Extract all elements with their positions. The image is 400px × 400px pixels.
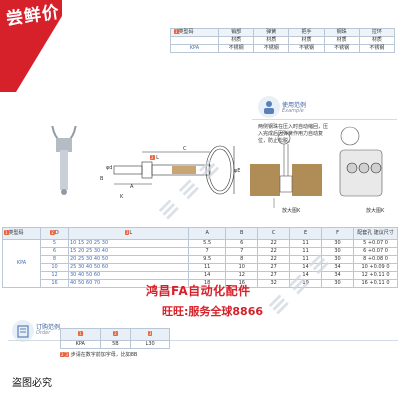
- dim-label-k: K: [120, 194, 124, 200]
- dim-cell-l: 20 25 30 40 50: [68, 255, 189, 264]
- material-code: KPA: [170, 44, 219, 53]
- material-value: 不锈钢: [253, 44, 290, 53]
- dim-cell-d: 5: [40, 239, 69, 248]
- dim-cell-d: 12: [40, 271, 69, 280]
- material-label-cell: 材质: [253, 36, 290, 45]
- dim-cell-e: 11: [289, 239, 323, 248]
- usage-example-icon: [258, 96, 280, 118]
- dim-header-type: 1类型码: [2, 227, 41, 240]
- material-header: 拉环: [358, 28, 396, 37]
- dim-cell-hole: 12 +0.11 0: [353, 271, 398, 280]
- ribbon-shape: [0, 0, 62, 92]
- dim-header: C: [257, 227, 291, 240]
- material-header-code: 1类型码: [170, 28, 219, 37]
- dim-header: F: [321, 227, 354, 240]
- dim-cell-l: 25 30 40 50 60: [68, 263, 189, 272]
- material-value: 不锈钢: [217, 44, 255, 53]
- dim-header: 2D: [40, 227, 69, 240]
- dim-cell-d: 16: [40, 279, 69, 288]
- magnify-label-right: 放大图K: [366, 208, 385, 214]
- order-header: 1: [60, 328, 101, 341]
- dim-cell-b: 8: [225, 255, 259, 264]
- dim-cell-l: 10 15 20 25 30: [68, 239, 189, 248]
- dim-header: B: [225, 227, 259, 240]
- material-label-cell: 材质: [217, 36, 255, 45]
- order-title: 订购范例: [36, 324, 61, 331]
- dim-cell-a: 18: [187, 279, 227, 288]
- dim-cell-b: 10: [225, 263, 259, 272]
- dim-cell-b: 7: [225, 247, 259, 256]
- material-label-cell: 材质: [358, 36, 396, 45]
- material-header: 销部: [217, 28, 255, 37]
- dim-cell-hole: 8 +0.08 0: [353, 255, 398, 264]
- material-header: 弹簧: [253, 28, 290, 37]
- order-header: 2: [99, 328, 132, 341]
- material-label-cell: 材质: [323, 36, 360, 45]
- material-table: 1类型码 销部 弹簧 把手 钢珠 拉环 材质 材质 材质 材质 材质 KPA 不…: [170, 28, 396, 53]
- shop-watermark: 鸿昌FA自动化配件: [146, 284, 251, 298]
- service-watermark: 旺旺:服务全球8866: [162, 305, 264, 318]
- dim-cell-b: 6: [225, 239, 259, 248]
- dim-header: 3L: [68, 227, 189, 240]
- dim-cell-hole: 10 +0.09 0: [353, 263, 398, 272]
- order-header: 3: [130, 328, 170, 341]
- material-label-cell: 材质: [288, 36, 325, 45]
- dim-cell-d: 10: [40, 263, 69, 272]
- order-divider: [8, 340, 398, 341]
- dim-label-a: A: [130, 184, 134, 190]
- promo-ribbon: 尝鲜价: [0, 0, 62, 92]
- dim-cell-a: 14: [187, 271, 227, 280]
- dim-cell-a: 7: [187, 247, 227, 256]
- dim-cell-a: 5.5: [187, 239, 227, 248]
- order-subtitle: Order: [36, 330, 51, 336]
- dim-label-c: C: [183, 146, 187, 152]
- part-drawing: [51, 126, 235, 195]
- material-value: 不锈钢: [323, 44, 360, 53]
- order-example-l: L30: [130, 340, 170, 349]
- dim-cell-f: 30: [321, 239, 354, 248]
- order-icon: [12, 320, 34, 342]
- dim-cell-hole: 5 +0.07 0: [353, 239, 398, 248]
- dim-label-l: 2 L: [150, 155, 159, 161]
- material-header: 钢珠: [323, 28, 360, 37]
- dim-type-code: KPA: [2, 239, 41, 288]
- dimension-table: 1类型码 2D 3L A B C E F 配套孔 建议尺寸 KPA 5 10 1…: [2, 227, 398, 288]
- dim-header: A: [187, 227, 227, 240]
- dim-cell-f: 30: [321, 279, 354, 288]
- dim-label-b: B: [100, 176, 104, 182]
- usage-drawing: [250, 126, 383, 208]
- magnify-label-left: 放大图K: [282, 208, 301, 214]
- dim-cell-f: 30: [321, 247, 354, 256]
- dim-cell-l: 15 20 25 30 40: [68, 247, 189, 256]
- dim-header: 配套孔 建议尺寸: [353, 227, 398, 240]
- dim-cell-a: 9.5: [187, 255, 227, 264]
- order-example-d: 5B: [99, 340, 132, 349]
- dim-cell-c: 22: [257, 247, 291, 256]
- dim-cell-hole: 16 +0.11 0: [353, 279, 398, 288]
- dim-cell-c: 27: [257, 263, 291, 272]
- order-example-code: KPA: [60, 340, 101, 349]
- dim-label-e: φE: [234, 168, 241, 174]
- usage-subtitle: Example: [282, 108, 304, 114]
- dim-cell-d: 8: [40, 255, 69, 264]
- material-value: 不锈钢: [288, 44, 325, 53]
- usage-divider: [252, 119, 397, 120]
- dim-cell-c: 22: [257, 239, 291, 248]
- material-row-label: [170, 36, 219, 45]
- usage-title: 使用范例: [282, 102, 307, 109]
- order-example-table: 1 2 3 KPA 5B L30: [60, 328, 170, 349]
- dim-cell-hole: 6 +0.07 0: [353, 247, 398, 256]
- footer-text: 盗图必究: [12, 378, 52, 389]
- material-header: 把手: [288, 28, 325, 37]
- dim-header: E: [289, 227, 323, 240]
- dim-cell-a: 11: [187, 263, 227, 272]
- dim-cell-c: 22: [257, 255, 291, 264]
- dim-cell-b: 12: [225, 271, 259, 280]
- material-value: 不锈钢: [358, 44, 396, 53]
- usage-description: 两侧钢珠在压入时自动缩回，压入完成后因弹簧作用力自动复位，防止松脱。: [258, 124, 329, 144]
- dim-label-d: φd: [106, 165, 113, 171]
- dim-cell-d: 6: [40, 247, 69, 256]
- dim-cell-l: 30 40 50 60: [68, 271, 189, 280]
